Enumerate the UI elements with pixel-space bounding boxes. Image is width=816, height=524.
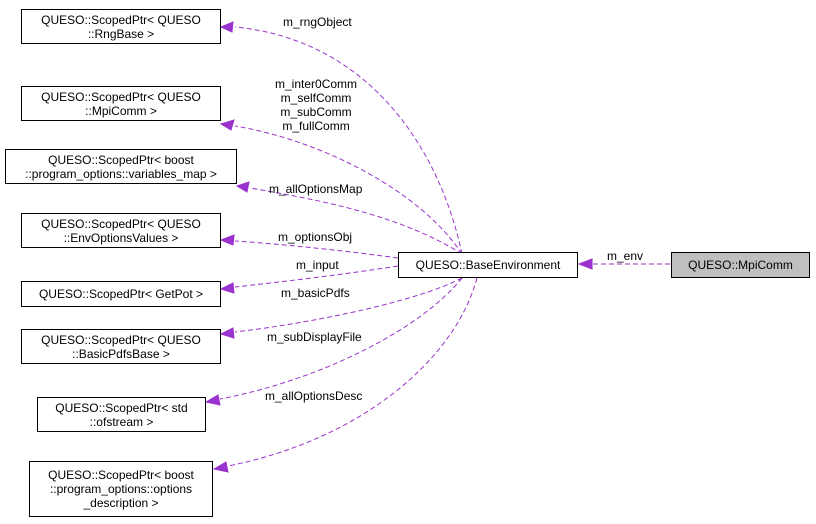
arrowhead-sub-display-file: [204, 394, 221, 406]
node-line: QUESO::MpiComm: [688, 258, 793, 272]
node-line: QUESO::ScopedPtr< GetPot >: [38, 287, 204, 301]
node-line: QUESO::ScopedPtr< QUESO: [41, 12, 201, 27]
edge-label-line: m_env: [607, 249, 644, 263]
node-scoped-ptr-options-description[interactable]: QUESO::ScopedPtr< boost ::program_option…: [29, 461, 213, 517]
edge-label-comm: m_inter0Comm m_selfComm m_subComm m_full…: [275, 77, 357, 133]
node-line: ::RngBase >: [87, 26, 155, 41]
edge-label-line: m_basicPdfs: [281, 286, 350, 300]
arrowhead-options-obj: [219, 234, 235, 246]
edge-label-all-options-desc: m_allOptionsDesc: [265, 389, 362, 403]
edge-basic-pdfs: [234, 277, 463, 333]
edge-label-options-obj: m_optionsObj: [278, 230, 352, 244]
edge-label-line: m_subComm: [280, 105, 352, 119]
node-line: QUESO::ScopedPtr< QUESO: [41, 89, 201, 104]
node-line: ::MpiComm >: [85, 103, 157, 118]
edge-label-line: m_rngObject: [283, 15, 352, 29]
edge-label-all-options-map: m_allOptionsMap: [269, 182, 362, 196]
edge-input: [234, 265, 399, 288]
node-line: ::program_options::variables_map >: [25, 166, 217, 181]
arrowhead-comm: [219, 119, 235, 131]
edge-label-line: m_input: [296, 258, 339, 272]
node-scoped-ptr-getpot[interactable]: QUESO::ScopedPtr< GetPot >: [21, 281, 221, 307]
node-scoped-ptr-rng-base[interactable]: QUESO::ScopedPtr< QUESO ::RngBase >: [21, 9, 221, 44]
arrowhead-basic-pdfs: [219, 327, 235, 339]
edge-sub-display-file: [219, 277, 463, 400]
node-line: ::BasicPdfsBase >: [72, 346, 170, 361]
arrowhead-rng-object: [219, 21, 234, 33]
arrowhead-input: [219, 282, 235, 294]
node-line: QUESO::BaseEnvironment: [415, 258, 561, 272]
node-line: _description >: [83, 496, 159, 510]
edge-label-rng-object: m_rngObject: [283, 15, 352, 29]
node-scoped-ptr-ofstream[interactable]: QUESO::ScopedPtr< std ::ofstream >: [37, 397, 206, 432]
node-line: QUESO::ScopedPtr< QUESO: [41, 332, 201, 347]
node-scoped-ptr-env-options-values[interactable]: QUESO::ScopedPtr< QUESO ::EnvOptionsValu…: [21, 213, 221, 248]
node-line: QUESO::ScopedPtr< QUESO: [41, 216, 201, 231]
edge-rng-object: [234, 26, 463, 255]
node-line: QUESO::ScopedPtr< boost: [48, 468, 194, 482]
node-line: QUESO::ScopedPtr< boost: [48, 152, 194, 167]
edge-label-line: m_allOptionsDesc: [265, 389, 363, 403]
edge-label-env: m_env: [607, 249, 643, 263]
edge-comm: [234, 125, 463, 255]
arrowhead-all-options-map: [235, 181, 250, 193]
edge-label-line: m_subDisplayFile: [267, 330, 362, 344]
node-line: ::program_options::options: [49, 482, 193, 496]
edge-label-basic-pdfs: m_basicPdfs: [281, 286, 350, 300]
edge-options-obj: [234, 240, 399, 259]
edge-label-line: m_allOptionsMap: [269, 182, 363, 196]
edge-all-options-map: [249, 187, 463, 255]
node-mpi-comm[interactable]: QUESO::MpiComm: [671, 252, 810, 278]
node-scoped-ptr-variables-map[interactable]: QUESO::ScopedPtr< boost ::program_option…: [5, 149, 237, 184]
edge-label-input: m_input: [296, 258, 339, 272]
node-scoped-ptr-basic-pdfs-base[interactable]: QUESO::ScopedPtr< QUESO ::BasicPdfsBase …: [21, 329, 221, 364]
node-base-environment[interactable]: QUESO::BaseEnvironment: [398, 252, 578, 278]
edge-label-line: m_selfComm: [280, 91, 352, 105]
edge-label-line: m_fullComm: [282, 119, 350, 133]
edge-label-sub-display-file: m_subDisplayFile: [267, 330, 362, 344]
node-scoped-ptr-mpi-comm[interactable]: QUESO::ScopedPtr< QUESO ::MpiComm >: [21, 86, 221, 121]
edge-label-line: m_optionsObj: [278, 230, 353, 244]
arrowhead-env: [577, 258, 593, 270]
edge-label-line: m_inter0Comm: [275, 77, 358, 91]
node-line: QUESO::ScopedPtr< std: [55, 400, 188, 415]
node-line: ::ofstream >: [89, 414, 154, 429]
node-line: ::EnvOptionsValues >: [63, 230, 179, 245]
arrowhead-all-options-desc: [212, 461, 229, 473]
edge-all-options-desc: [227, 277, 478, 467]
